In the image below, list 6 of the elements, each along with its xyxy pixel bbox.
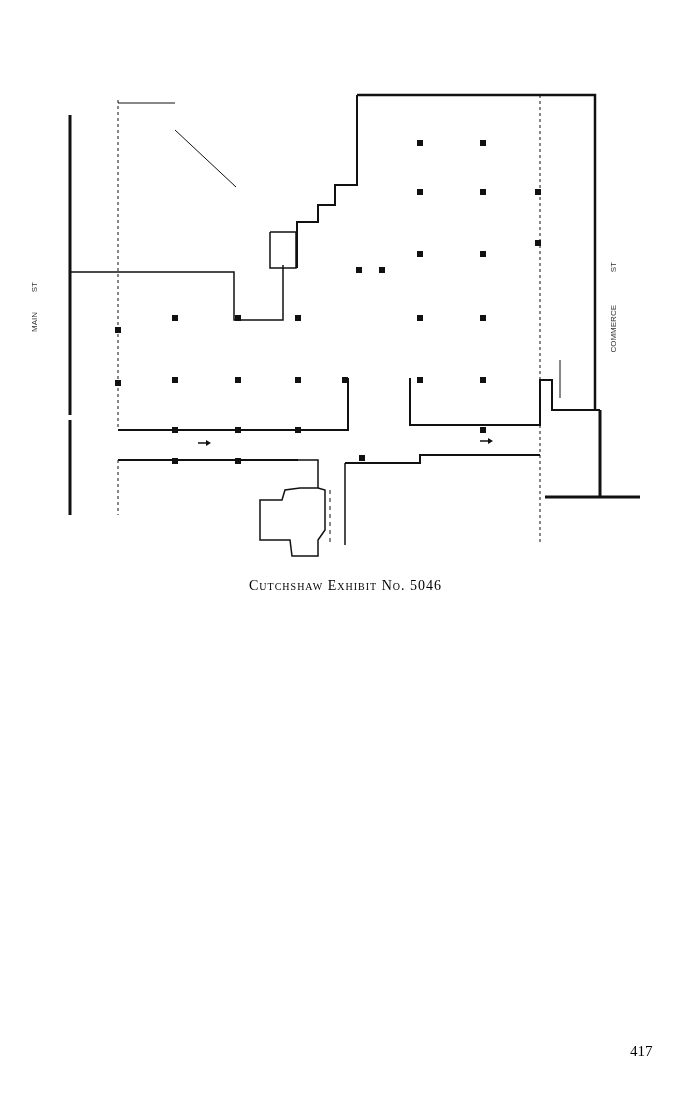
- street-label: MAIN: [30, 312, 39, 332]
- street-label: ST: [609, 262, 618, 273]
- street-label: ST: [30, 282, 39, 293]
- caption: Cutchshaw Exhibit No. 5046: [248, 578, 443, 594]
- street-label: COMMERCE: [609, 305, 618, 353]
- page-number: 417: [630, 1043, 653, 1060]
